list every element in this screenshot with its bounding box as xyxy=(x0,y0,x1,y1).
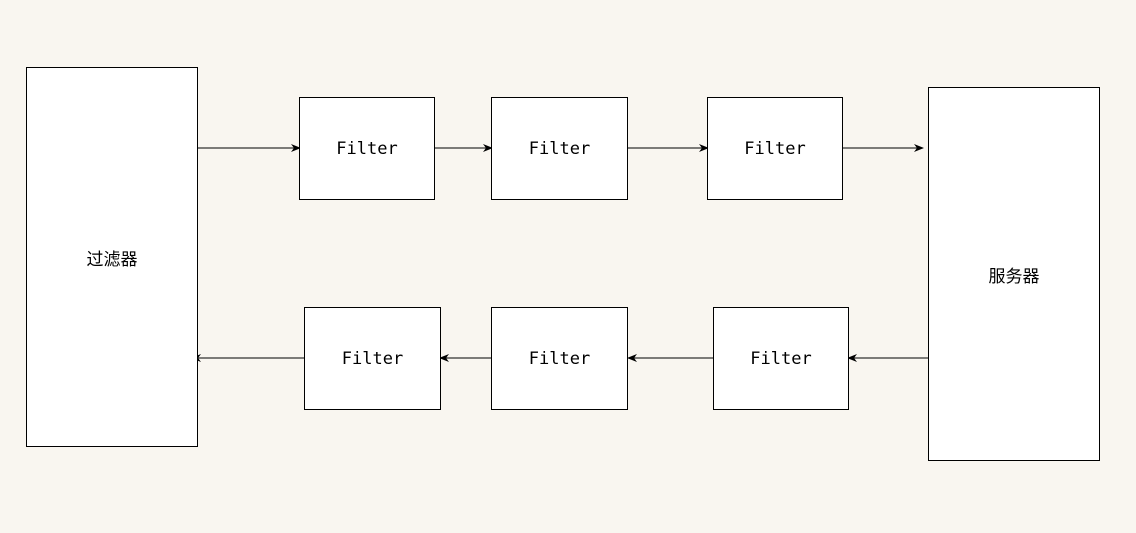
bottom-filter-3-label: Filter xyxy=(750,348,812,369)
bottom-filter-3: Filter xyxy=(713,307,849,410)
top-filter-2-label: Filter xyxy=(528,138,591,159)
top-filter-1-label: Filter xyxy=(336,138,398,159)
top-filter-2: Filter xyxy=(491,97,628,200)
bottom-filter-1: Filter xyxy=(304,307,441,410)
bottom-filter-1-label: Filter xyxy=(341,348,404,369)
top-filter-1: Filter xyxy=(299,97,435,200)
left-node: 过滤器 xyxy=(26,67,198,447)
bottom-filter-2: Filter xyxy=(491,307,628,410)
top-filter-3: Filter xyxy=(707,97,843,200)
right-node: 服务器 xyxy=(928,87,1100,461)
right-node-label: 服务器 xyxy=(988,266,1040,287)
left-node-label: 过滤器 xyxy=(86,249,138,270)
top-filter-3-label: Filter xyxy=(744,138,806,159)
bottom-filter-2-label: Filter xyxy=(528,348,591,369)
